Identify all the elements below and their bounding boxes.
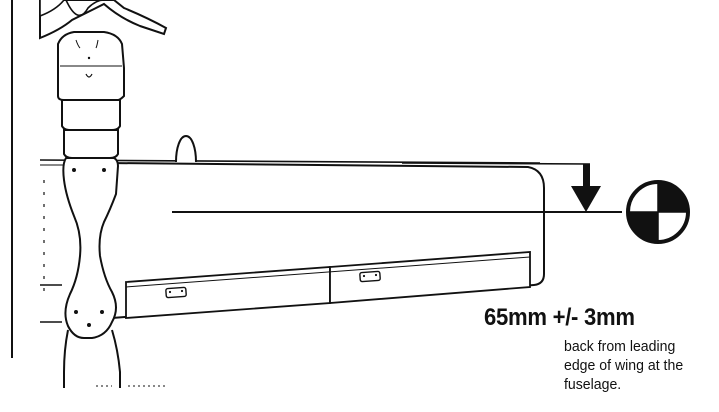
propeller-top — [39, 0, 168, 40]
aileron-left — [125, 266, 331, 319]
aileron-hinge-line — [125, 256, 531, 288]
cg-caption: back from leading edge of wing at the fu… — [564, 337, 683, 394]
cg-measurement: 65mm +/- 3mm — [484, 304, 635, 331]
propeller-bottom — [63, 329, 168, 388]
down-arrow-icon — [571, 164, 601, 212]
aileron-right — [329, 251, 531, 304]
cg-target-icon — [626, 180, 690, 244]
motor-nacelle — [57, 31, 125, 159]
canopy-hatch — [175, 134, 197, 163]
cg-caption-line-2: edge of wing at the — [564, 357, 684, 374]
motor-pylon — [62, 157, 120, 340]
leading-edge-line — [401, 162, 591, 165]
wing-outline — [107, 162, 545, 319]
servo-hatch-right — [359, 270, 381, 283]
servo-hatch-left — [165, 286, 187, 299]
cg-caption-line-1: back from leading — [564, 338, 676, 355]
cg-caption-line-3: fuselage. — [564, 376, 622, 393]
